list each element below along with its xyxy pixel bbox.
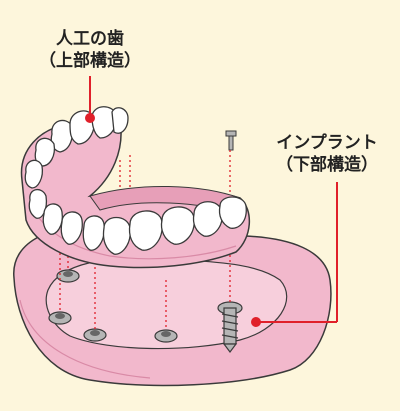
tooth <box>82 215 105 251</box>
implant-post <box>154 329 178 343</box>
implant-label: インプラント （下部構造） <box>262 132 392 176</box>
abutment-screw <box>225 130 237 151</box>
implant-posts <box>48 130 243 353</box>
tooth <box>102 216 131 255</box>
tooth <box>42 203 63 235</box>
tooth <box>60 211 83 245</box>
implant-label-title: インプラント <box>276 133 378 153</box>
implant-screw <box>217 301 243 353</box>
tooth <box>24 159 44 189</box>
implant-post <box>56 269 80 283</box>
tooth <box>192 201 223 237</box>
crown-label-title: 人工の歯 <box>56 29 124 49</box>
implant-post <box>83 328 107 342</box>
leader-lines <box>85 76 338 327</box>
implant-post <box>48 311 72 325</box>
crown-label: 人工の歯 （上部構造） <box>30 28 150 72</box>
tooth <box>91 106 117 139</box>
tooth <box>218 196 247 229</box>
artificial-teeth <box>24 106 247 255</box>
tooth <box>160 206 195 245</box>
tooth <box>111 107 129 134</box>
tooth <box>128 210 163 251</box>
crown-label-subtitle: （上部構造） <box>39 51 141 71</box>
implant-label-subtitle: （下部構造） <box>276 155 378 175</box>
